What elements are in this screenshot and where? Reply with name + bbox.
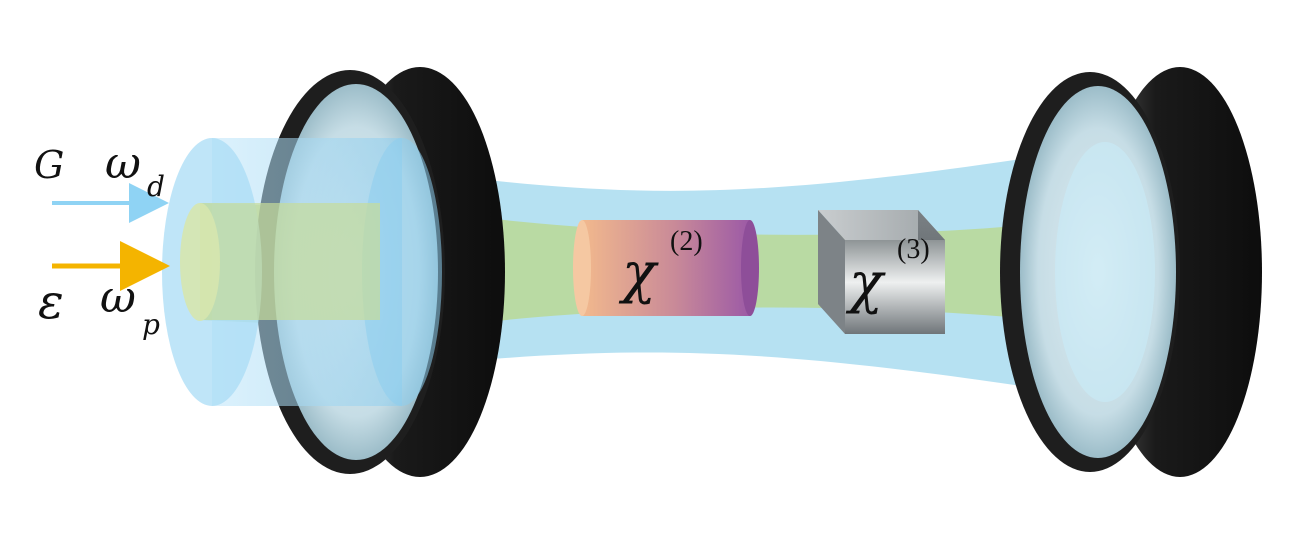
label-omega-p-sub: p (142, 308, 160, 341)
label-omega-d-sub: d (147, 170, 165, 203)
label-chi2: χ (618, 241, 659, 306)
label-chi2-superscript: (2) (670, 226, 703, 257)
label-epsilon: ε (38, 274, 64, 330)
chi2-crystal-icon (573, 220, 759, 316)
chi3-crystal-icon (818, 210, 945, 334)
pump-input (180, 203, 380, 321)
label-omega-d: ω (105, 138, 141, 189)
label-chi3: χ (845, 251, 886, 316)
label-chi3-superscript: (3) (897, 234, 930, 265)
right-mirror-icon (1000, 67, 1262, 477)
label-omega-p: ω (100, 272, 136, 323)
label-g: G (34, 143, 64, 187)
